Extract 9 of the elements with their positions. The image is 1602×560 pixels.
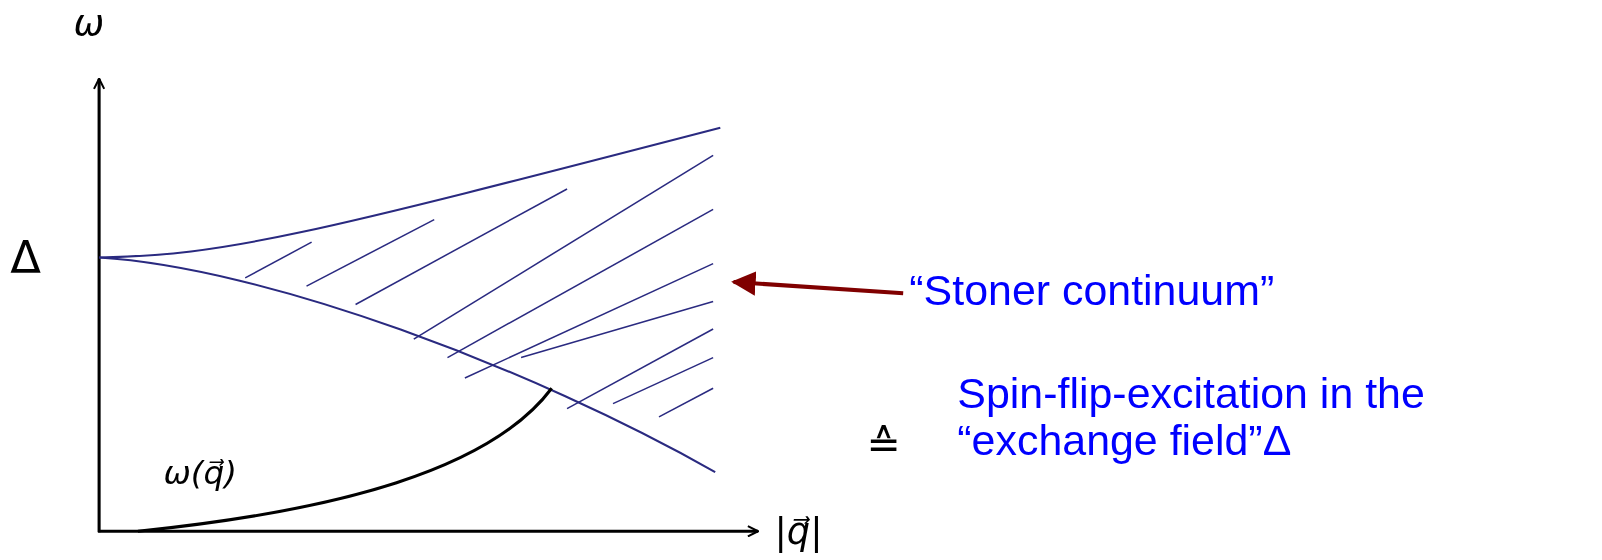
description-text: Spin-flip-excitation in the “exchange field”Δ [957,369,1426,465]
axis-label: |q⃗| [774,510,823,552]
equivalence-sign: ≙ [866,420,901,466]
curve-label: ω(q⃗) [163,455,238,492]
hatched-region [244,154,714,418]
axis-label: ω [73,2,105,43]
axis-label: Δ [10,232,41,283]
callout-text: “Stoner continuum” [909,267,1275,315]
leader-arrow [731,271,904,296]
